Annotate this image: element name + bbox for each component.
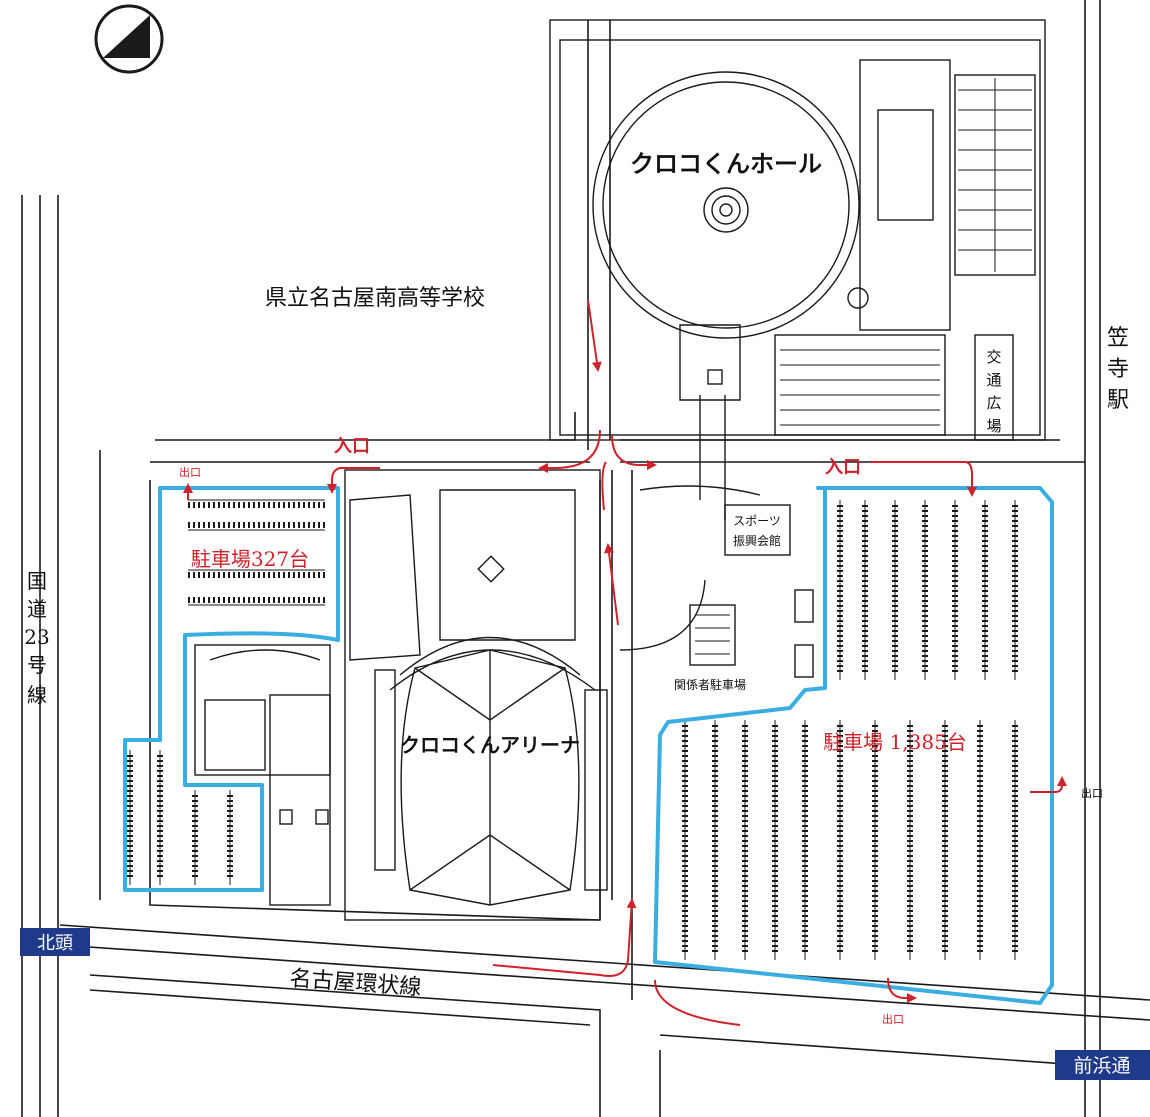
exit-label-south: 出口	[882, 1012, 904, 1026]
svg-text:道: 道	[27, 597, 47, 621]
sports-hall-label-1: スポーツ	[733, 514, 781, 528]
ring-road-label: 名古屋環状線	[289, 966, 422, 1000]
west-parking-label: 駐車場327台	[191, 547, 309, 571]
road-sign-south: 前浜通	[1055, 1050, 1150, 1080]
hall-complex	[549, 19, 1046, 520]
east-parking-label: 駐車場 1,385台	[823, 730, 967, 754]
entrance-label-west: 入口	[334, 436, 370, 457]
parking-outlines	[123, 486, 1054, 1005]
school-label: 県立名古屋南高等学校	[265, 286, 485, 311]
arena-label: クロコくんアリーナ	[400, 733, 580, 757]
east-parking-outline	[653, 486, 1054, 1005]
north-arrow-icon	[94, 4, 164, 74]
svg-text:国: 国	[27, 569, 47, 593]
svg-text:23: 23	[24, 625, 49, 649]
svg-text:駅: 駅	[1107, 388, 1129, 413]
transit-plaza-label: 交 通 広 場	[986, 348, 1001, 435]
staff-parking-label: 関係者駐車場	[674, 677, 746, 692]
svg-text:場: 場	[986, 417, 1001, 435]
svg-text:通: 通	[986, 371, 1001, 389]
svg-text:線: 線	[27, 683, 47, 707]
route-arrows	[183, 299, 1067, 1026]
road-sign-north: 北頭	[20, 928, 90, 956]
arena-complex	[344, 469, 608, 921]
hall-label: クロコくんホール	[630, 150, 822, 178]
parking-stalls	[127, 499, 1018, 960]
station-label: 笠 寺 駅	[1107, 326, 1129, 413]
route23-label: 国 道 23 号 線	[24, 569, 49, 707]
sports-hall-label-2: 振興会館	[733, 533, 781, 548]
svg-text:北頭: 北頭	[37, 933, 73, 954]
svg-text:広: 広	[986, 394, 1001, 412]
exit-label-east: 出口	[1081, 786, 1103, 800]
sports-hall-area	[619, 485, 814, 678]
west-parking-outline	[123, 486, 340, 892]
svg-text:寺: 寺	[1107, 357, 1129, 382]
west-buildings	[194, 644, 331, 906]
exit-label-west: 出口	[179, 465, 201, 479]
svg-text:前浜通: 前浜通	[1073, 1055, 1130, 1077]
svg-text:笠: 笠	[1107, 326, 1129, 351]
entrance-label-east: 入口	[825, 457, 861, 478]
svg-text:号: 号	[27, 653, 47, 677]
svg-text:交: 交	[986, 348, 1001, 366]
